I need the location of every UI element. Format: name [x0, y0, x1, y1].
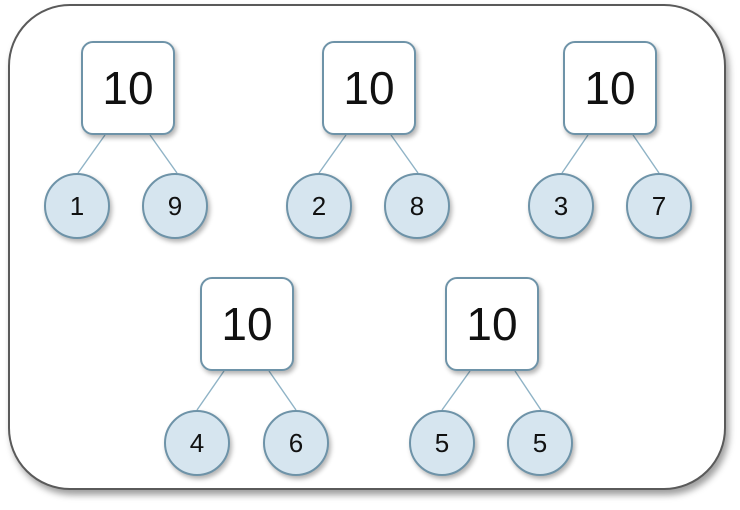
bond-2-whole: 10 [322, 41, 416, 135]
bond-2-part-left: 2 [286, 173, 352, 239]
bond-5-part-right: 5 [507, 410, 573, 476]
bond-1-part-left: 1 [44, 173, 110, 239]
bond-2-part-right: 8 [384, 173, 450, 239]
bond-4-part-left: 4 [164, 410, 230, 476]
bond-3-part-left: 3 [528, 173, 594, 239]
bond-4-whole: 10 [200, 277, 294, 371]
bond-1-whole: 10 [81, 41, 175, 135]
bond-5-part-left: 5 [409, 410, 475, 476]
bond-3-whole: 10 [563, 41, 657, 135]
bond-3-part-right: 7 [626, 173, 692, 239]
bond-4-part-right: 6 [263, 410, 329, 476]
bond-5-whole: 10 [445, 277, 539, 371]
bond-1-part-right: 9 [142, 173, 208, 239]
